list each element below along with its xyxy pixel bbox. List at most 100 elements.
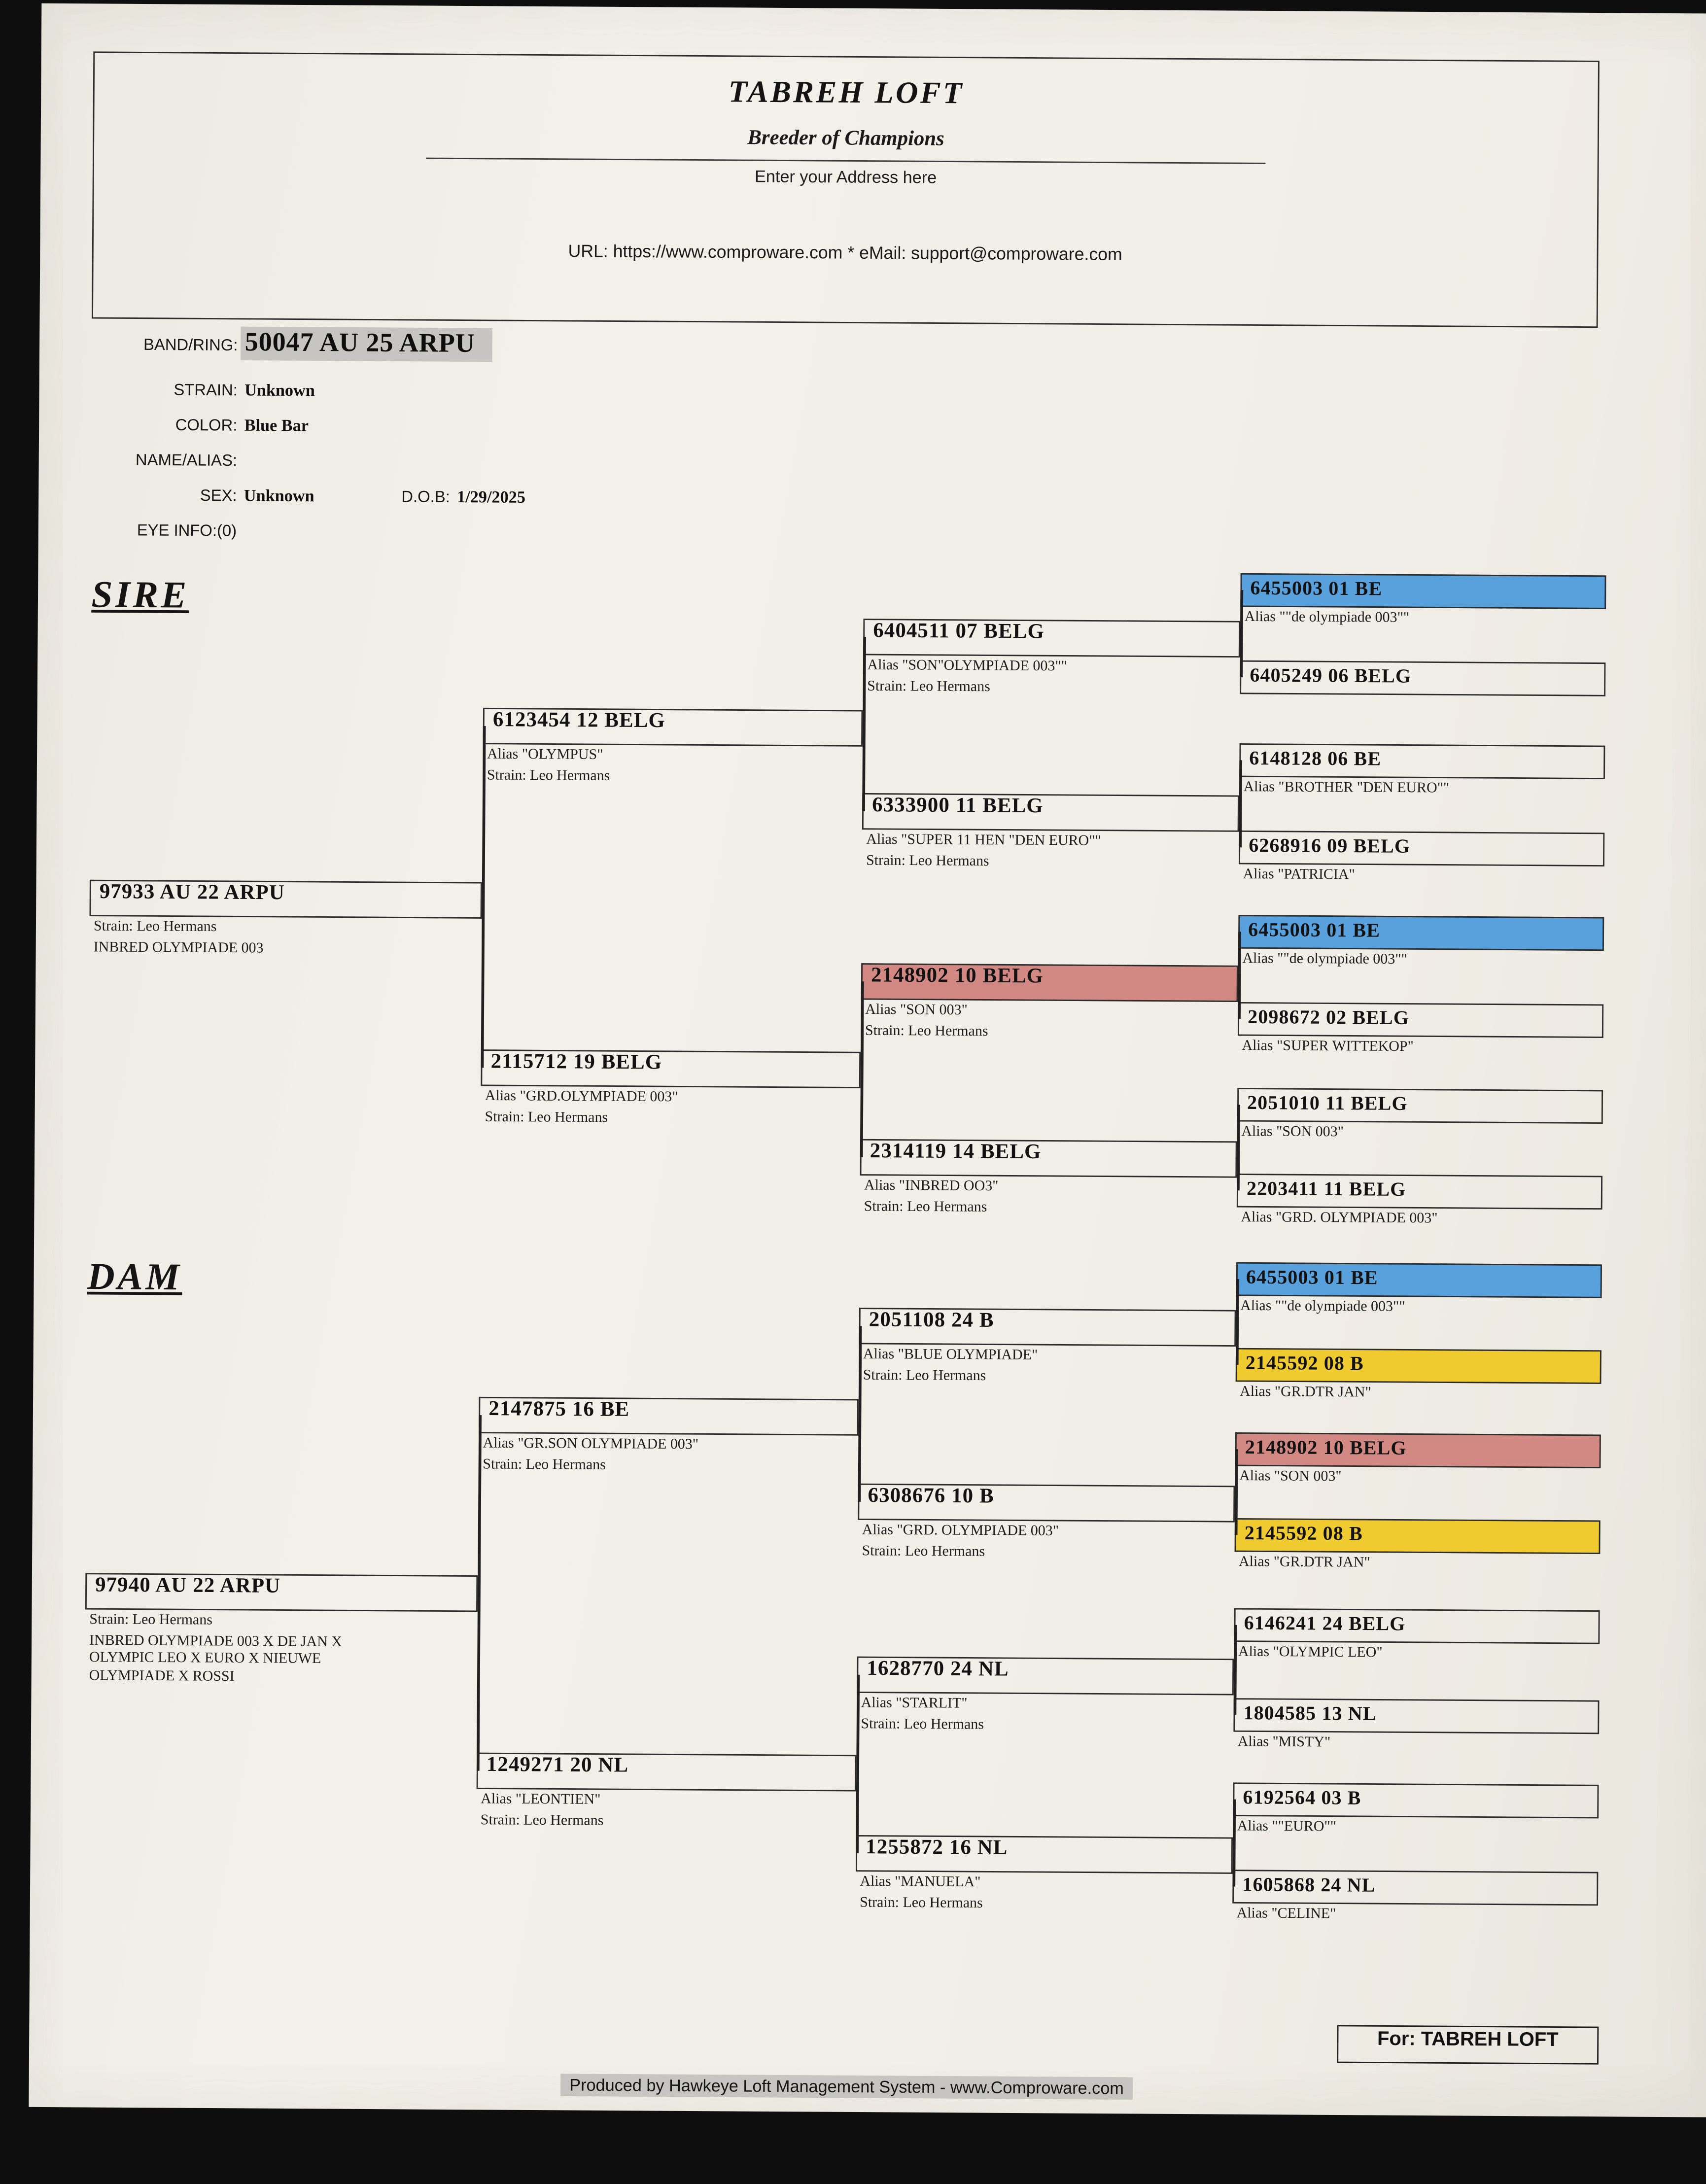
connector-line (481, 726, 486, 1068)
band-number: 6146241 24 BELG (1234, 1608, 1600, 1644)
connector-line (858, 1326, 862, 1502)
dob-value: 1/29/2025 (456, 486, 526, 507)
dob-label: D.O.B: (401, 489, 450, 507)
pedigree-node: 2203411 11 BELG Alias "GRD. OLYMPIADE 00… (1236, 1174, 1603, 1230)
name-alias-row: NAME/ALIAS: (82, 447, 237, 473)
connector-line (856, 1674, 859, 1854)
alias-text: Alias "SUPER WITTEKOP" (1242, 1039, 1414, 1055)
strain-text: Strain: Leo Hermans (860, 1895, 983, 1911)
strain-text: Strain: Leo Hermans (483, 1456, 606, 1473)
band-number: 2051010 11 BELG (1237, 1088, 1603, 1124)
pedigree-node: 6333900 11 BELG Alias "SUPER 11 HEN "DEN… (862, 793, 1239, 873)
pedigree-node: 1628770 24 NL Alias "STARLIT" Strain: Le… (857, 1656, 1234, 1736)
band-ring-label: BAND/RING: (143, 337, 238, 355)
band-ring-value: 50047 AU 25 ARPU (240, 326, 492, 362)
strain-text: Strain: Leo Hermans (89, 1612, 213, 1629)
letterhead-divider (426, 157, 1266, 164)
alias-text: Alias "OLYMPUS" (487, 747, 603, 763)
pedigree-node: 1605868 24 NL Alias "CELINE" (1232, 1870, 1599, 1926)
sex-row: SEX:Unknown (82, 482, 314, 508)
strain-text: Strain: Leo Hermans (93, 919, 217, 936)
alias-text (1240, 697, 1605, 699)
pedigree-node: 6455003 01 BE Alias ""de olympiade 003"" (1240, 573, 1606, 629)
address-placeholder: Enter your Address here (754, 166, 937, 188)
alias-text: Alias ""de olympiade 003"" (1244, 610, 1410, 626)
pedigree-node: 2051108 24 B Alias "BLUE OLYMPIADE" Stra… (859, 1308, 1236, 1387)
band-number: 1255872 16 NL (855, 1835, 1233, 1874)
alias-text: Alias "SUPER 11 HEN "DEN EURO"" (866, 832, 1101, 850)
strain-text: Strain: Leo Hermans (480, 1812, 604, 1829)
pedigree-node: 6404511 07 BELG Alias "SON"OLYMPIADE 003… (863, 619, 1241, 698)
alias-text: Alias ""de olympiade 003"" (1240, 1299, 1405, 1316)
band-number: 6308676 10 B (858, 1483, 1235, 1523)
pedigree-node: 2115712 19 BELG Alias "GRD.OLYMPIADE 003… (481, 1049, 861, 1129)
band-number: 97940 AU 22 ARPU (85, 1573, 478, 1612)
band-number: 2148902 10 BELG (861, 963, 1238, 1002)
strain-text: Strain: Leo Hermans (864, 1199, 987, 1215)
pedigree-node-dam: 97940 AU 22 ARPU Strain: Leo Hermans INB… (85, 1573, 478, 1688)
color-value: Blue Bar (244, 415, 309, 436)
band-number: 6192564 03 B (1233, 1782, 1599, 1819)
alias-text: Alias ""de olympiade 003"" (1242, 951, 1407, 968)
band-number: 6455003 01 BE (1238, 915, 1604, 951)
sex-label: SEX: (200, 488, 237, 505)
band-number: 6123454 12 BELG (483, 707, 863, 747)
pedigree-node-sire: 97933 AU 22 ARPU Strain: Leo Hermans INB… (89, 879, 482, 960)
strain-text: Strain: Leo Hermans (487, 767, 610, 784)
band-number: 2314119 14 BELG (860, 1139, 1237, 1178)
strain-text: Strain: Leo Hermans (485, 1109, 608, 1126)
loft-tagline: Breeder of Champions (747, 127, 944, 151)
pedigree-node: 6405249 06 BELG (1240, 660, 1606, 699)
pedigree-node: 1804585 13 NL Alias "MISTY" (1233, 1698, 1600, 1754)
note-text: INBRED OLYMPIADE 003 (93, 939, 264, 956)
eye-info-label: EYE INFO:(0) (137, 522, 237, 541)
produced-by-line: Produced by Hawkeye Loft Management Syst… (29, 2072, 1700, 2102)
alias-text: Alias "GRD. OLYMPIADE 003" (862, 1523, 1059, 1540)
alias-text: Alias "GR.DTR JAN" (1240, 1385, 1371, 1401)
alias-text: Alias "INBRED OO3" (864, 1178, 999, 1195)
name-alias-label: NAME/ALIAS: (135, 452, 238, 470)
color-label: COLOR: (175, 417, 238, 435)
pedigree-node: 1255872 16 NL Alias "MANUELA" Strain: Le… (855, 1835, 1233, 1915)
pedigree-node: 6455003 01 BE Alias ""de olympiade 003"" (1236, 1262, 1602, 1318)
produced-by-text: Produced by Hawkeye Loft Management Syst… (561, 2074, 1133, 2100)
alias-text: Alias "SON 003" (1241, 1124, 1344, 1141)
alias-text: Alias "GR.DTR JAN" (1238, 1555, 1370, 1571)
pedigree-node: 2098672 02 BELG Alias "SUPER WITTEKOP" (1237, 1002, 1604, 1058)
strain-text: Strain: Leo Hermans (861, 1716, 984, 1733)
band-number: 2115712 19 BELG (481, 1049, 861, 1089)
alias-text: Alias "CELINE" (1236, 1906, 1336, 1923)
pedigree-node: 2051010 11 BELG Alias "SON 003" (1237, 1088, 1603, 1144)
band-number: 6405249 06 BELG (1240, 660, 1606, 696)
pedigree-node: 2145592 08 B Alias "GR.DTR JAN" (1234, 1518, 1601, 1574)
alias-text: Alias "SON 003" (1239, 1469, 1342, 1485)
strain-label: STRAIN: (174, 382, 238, 400)
pedigree-node: 2314119 14 BELG Alias "INBRED OO3" Strai… (860, 1139, 1237, 1219)
band-number: 6333900 11 BELG (862, 793, 1239, 832)
band-number: 6455003 01 BE (1240, 573, 1606, 609)
band-number: 6455003 01 BE (1236, 1262, 1602, 1298)
band-number: 6404511 07 BELG (863, 619, 1241, 658)
pedigree-node: 6123454 12 BELG Alias "OLYMPUS" Strain: … (483, 707, 863, 788)
band-number: 1628770 24 NL (857, 1656, 1234, 1696)
alias-text: Alias "SON 003" (865, 1003, 968, 1019)
strain-text: Strain: Leo Hermans (863, 1367, 986, 1384)
band-number: 97933 AU 22 ARPU (89, 879, 482, 919)
alias-text: Alias "BLUE OLYMPIADE" (863, 1347, 1038, 1364)
alias-text: Alias "GRD. OLYMPIADE 003" (1241, 1210, 1438, 1227)
band-number: 2098672 02 BELG (1237, 1002, 1604, 1038)
eye-info-row: EYE INFO:(0) (82, 517, 237, 543)
alias-text: Alias "PATRICIA" (1243, 867, 1355, 883)
band-number: 2148902 10 BELG (1235, 1432, 1601, 1468)
letterhead: TABREH LOFT Breeder of Champions Enter y… (92, 51, 1600, 328)
loft-name: TABREH LOFT (728, 73, 964, 110)
alias-text: Alias "MISTY" (1237, 1734, 1331, 1751)
alias-text: Alias "BROTHER "DEN EURO"" (1243, 780, 1450, 797)
dob-row: D.O.B: 1/29/2025 (401, 484, 525, 510)
alias-text: Alias "SON"OLYMPIADE 003"" (867, 658, 1067, 675)
pedigree-node: 6455003 01 BE Alias ""de olympiade 003"" (1238, 915, 1604, 971)
strain-value: Unknown (244, 380, 315, 400)
alias-text: Alias "GRD.OLYMPIADE 003" (485, 1089, 678, 1106)
pedigree-node: 6268916 09 BELG Alias "PATRICIA" (1239, 830, 1605, 887)
